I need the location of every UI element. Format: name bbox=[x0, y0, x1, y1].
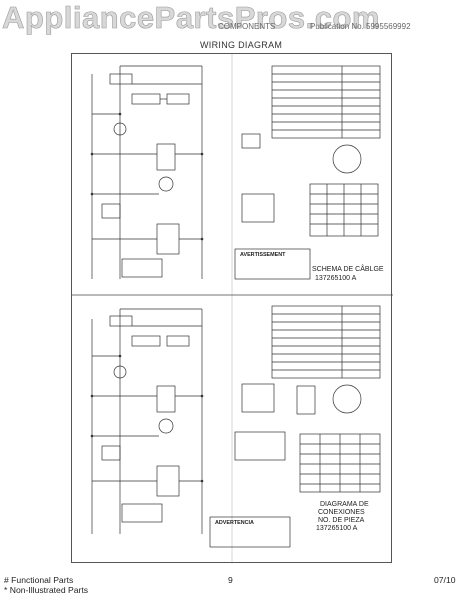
upper-heater-block bbox=[156, 223, 180, 255]
upper-warning-box bbox=[234, 248, 311, 280]
lower-caption-3: NO. DE PIEZA bbox=[318, 517, 365, 524]
upper-timer-chart-small bbox=[241, 193, 275, 223]
model-label: COMPONENTS bbox=[218, 22, 276, 31]
footer-non-illustrated-parts: * Non-Illustrated Parts bbox=[4, 585, 89, 595]
upper-switch-2 bbox=[131, 93, 161, 105]
upper-timer-block bbox=[156, 143, 176, 171]
watermark-logo: AppliancePartsPros.com bbox=[2, 0, 380, 35]
upper-resistance-table bbox=[271, 65, 381, 139]
upper-part-label: SCHEMA DE CÂBLGE bbox=[312, 266, 384, 273]
lower-warning-box bbox=[209, 516, 291, 548]
upper-pump-symbol bbox=[158, 176, 174, 192]
upper-part-number: 137265100 A bbox=[315, 275, 357, 282]
upper-motor-connector bbox=[332, 144, 362, 174]
page-number: 9 bbox=[228, 575, 233, 585]
lower-timer-chart-small bbox=[241, 383, 275, 413]
lower-heater-block bbox=[156, 465, 180, 497]
publication-number: Publication No. 5995569992 bbox=[310, 22, 411, 31]
lower-warning-title: ADVERTENCIA bbox=[215, 520, 254, 526]
lower-part-number: 137265100 A bbox=[316, 525, 358, 532]
lower-caption-1: DIAGRAMA DE bbox=[320, 501, 369, 508]
lower-timer-block bbox=[156, 385, 176, 413]
lower-legend-box bbox=[234, 431, 286, 461]
footer-date: 07/10 bbox=[434, 575, 456, 585]
wiring-diagram-sheet: AVERTISSEMENT SCHEMA DE CÂBLGE 137265100… bbox=[71, 53, 393, 564]
lower-resistance-table bbox=[271, 305, 381, 379]
wiring-diagram-drawing bbox=[72, 54, 393, 564]
lower-motor-connector bbox=[332, 384, 362, 414]
lower-pump-symbol bbox=[158, 418, 174, 434]
lower-caption-2: CONEXIONES bbox=[318, 509, 365, 516]
lower-motor-symbol bbox=[113, 365, 127, 379]
footer-functional-parts: # Functional Parts bbox=[4, 575, 74, 585]
upper-control-board bbox=[121, 258, 163, 278]
page-title: WIRING DIAGRAM bbox=[200, 40, 283, 50]
upper-switch-1 bbox=[109, 73, 133, 85]
upper-warning-title: AVERTISSEMENT bbox=[240, 252, 286, 258]
upper-motor-symbol bbox=[113, 122, 127, 136]
lower-control-board bbox=[121, 503, 163, 523]
